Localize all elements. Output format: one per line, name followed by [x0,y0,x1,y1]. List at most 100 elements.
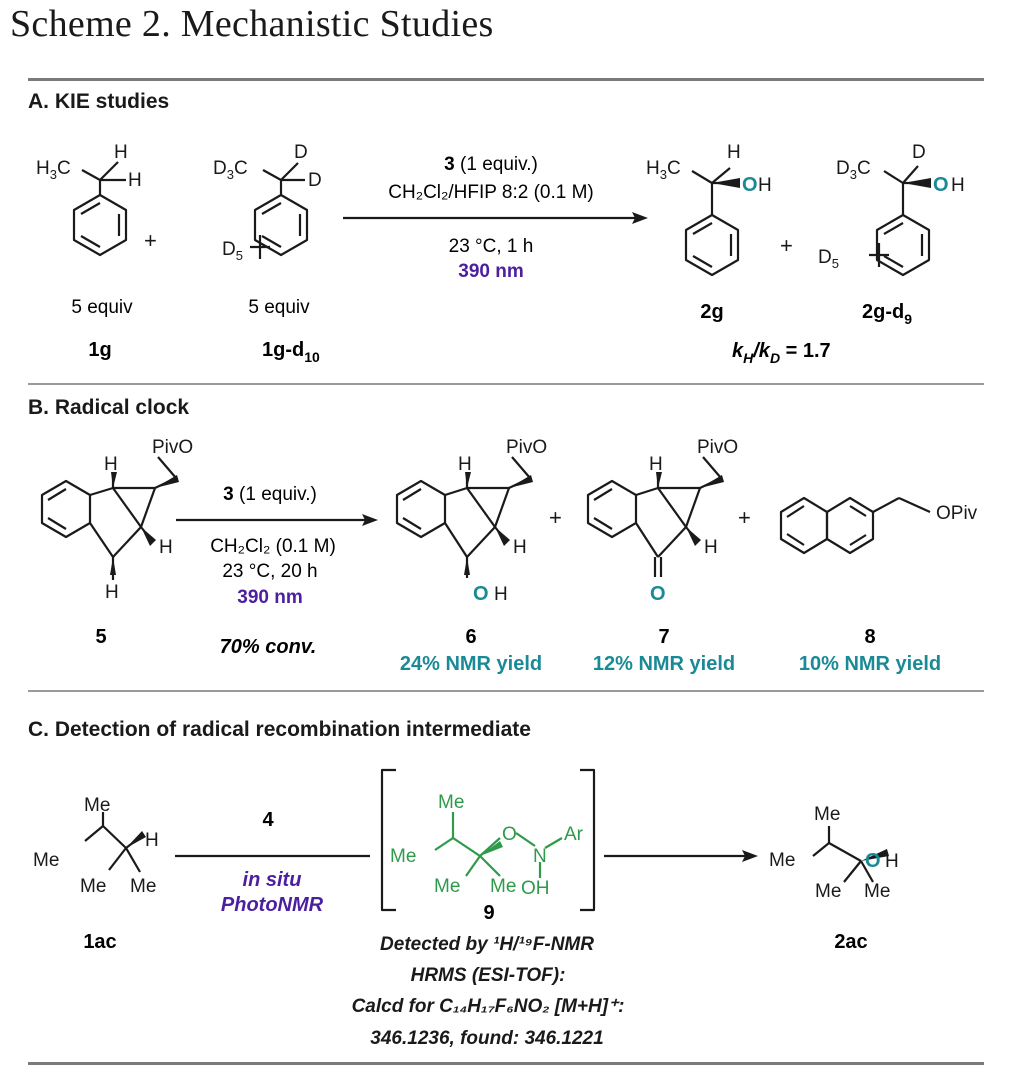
p2ac-id: 2ac [834,931,867,953]
svg-text:Me: Me [438,792,464,813]
svg-text:D: D [912,142,926,163]
svg-text:O: O [742,174,758,196]
benzene-1g-d10 [250,162,309,259]
svg-text:Me: Me [815,881,841,902]
sm1-id: 1g [88,339,111,361]
svg-text:D5: D5 [222,239,243,263]
svg-text:H: H [885,851,899,872]
sm1ac-id: 1ac [83,931,116,953]
svg-text:Me: Me [130,876,156,897]
p1-id: 2g [700,301,723,323]
c-reagent: 4 [262,809,274,831]
structure-2ac [812,826,874,883]
a-conditions: 23 °C, 1 h [449,236,534,257]
p6-id: 6 [465,626,476,648]
p7-yield: 12% NMR yield [593,653,735,675]
svg-text:Me: Me [434,876,460,897]
scheme-title: Scheme 2. Mechanistic Studies [10,3,494,45]
svg-text:PivO: PivO [506,437,547,458]
svg-text:Me: Me [84,795,110,816]
svg-text:H: H [145,830,159,851]
structure-7 [586,456,722,577]
svg-text:+: + [738,505,751,530]
sm2-equiv: 5 equiv [248,297,310,318]
svg-text:O: O [473,583,489,605]
sm1-equiv: 5 equiv [71,297,133,318]
p8-yield: 10% NMR yield [799,653,941,675]
svg-text:D5: D5 [818,247,839,271]
sm2-id: 1g-d10 [262,339,320,365]
structure-8 [779,496,931,555]
svg-text:Me: Me [33,850,59,871]
svg-text:H3C: H3C [36,158,71,182]
top-rule [28,78,984,81]
svg-text:H: H [704,537,718,558]
svg-text:H: H [159,537,173,558]
p6-yield: 24% NMR yield [400,653,542,675]
benzene-2g [684,167,740,277]
svg-text:H: H [951,175,965,196]
a-light: 390 nm [458,261,523,282]
svg-text:+: + [549,505,562,530]
svg-text:+: + [780,233,793,258]
svg-text:Me: Me [864,881,890,902]
svg-text:H: H [128,170,142,191]
svg-text:Me: Me [814,804,840,825]
svg-text:PivO: PivO [697,437,738,458]
svg-text:O: O [650,583,666,605]
c-note-3: Calcd for C₁₄H₁₇F₆NO₂ [M+H]⁺: [352,996,625,1017]
kie-value: kH/kD = 1.7 [732,340,831,366]
svg-text:H: H [727,142,741,163]
section-b-heading: B. Radical clock [28,396,190,419]
svg-text:Me: Me [390,846,416,867]
svg-text:O: O [502,824,517,845]
c-method-2: PhotoNMR [221,894,324,916]
section-a-heading: A. KIE studies [28,90,170,113]
svg-text:D3C: D3C [836,158,871,182]
svg-text:PivO: PivO [152,437,193,458]
structure-6 [395,456,531,578]
rule-ab [28,383,984,385]
c-note-2: HRMS (ESI-TOF): [411,965,566,986]
p8-id: 8 [864,626,875,648]
atom-labels-9: Me Me Me Me O N Ar OH [390,792,584,899]
b-conditions: 23 °C, 20 h [222,561,317,582]
svg-text:H: H [513,537,527,558]
svg-text:D3C: D3C [213,158,248,182]
structure-9 [434,812,563,878]
svg-text:H: H [494,584,508,605]
p2-id: 2g-d9 [862,301,912,327]
section-c-heading: C. Detection of radical recombination in… [28,718,531,741]
int9-id: 9 [483,902,494,924]
svg-text:Me: Me [80,876,106,897]
svg-text:H: H [104,454,118,475]
svg-text:H: H [458,454,472,475]
b-reagent: 3 (1 equiv.) [223,484,317,505]
sm5-id: 5 [95,626,106,648]
b-conversion: 70% conv. [220,636,317,658]
svg-text:H: H [649,454,663,475]
svg-text:D: D [308,170,322,191]
a-reagent: 3 (1 equiv.) [444,154,538,175]
c-method-1: in situ [243,869,302,891]
benzene-1g [72,161,128,257]
structure-5 [40,456,177,580]
c-note-1: Detected by ¹H/¹⁹F-NMR [380,934,594,955]
svg-text:Ar: Ar [564,824,584,845]
svg-text:H: H [114,142,128,163]
b-solvent: CH₂Cl₂ (0.1 M) [210,536,336,557]
rule-bc [28,690,984,692]
svg-text:H: H [758,175,772,196]
p7-id: 7 [658,626,669,648]
atom-labels-teal: O O O O O [473,174,949,872]
benzene-2g-d9 [869,165,931,277]
svg-text:D: D [294,142,308,163]
a-solvent: CH₂Cl₂/HFIP 8:2 (0.1 M) [388,182,594,203]
svg-text:OPiv: OPiv [936,503,978,524]
svg-text:Me: Me [490,876,516,897]
c-note-4: 346.1236, found: 346.1221 [370,1028,603,1049]
svg-text:+: + [144,228,157,253]
svg-text:N: N [533,846,547,867]
bottom-rule [28,1062,984,1065]
svg-text:Me: Me [769,850,795,871]
